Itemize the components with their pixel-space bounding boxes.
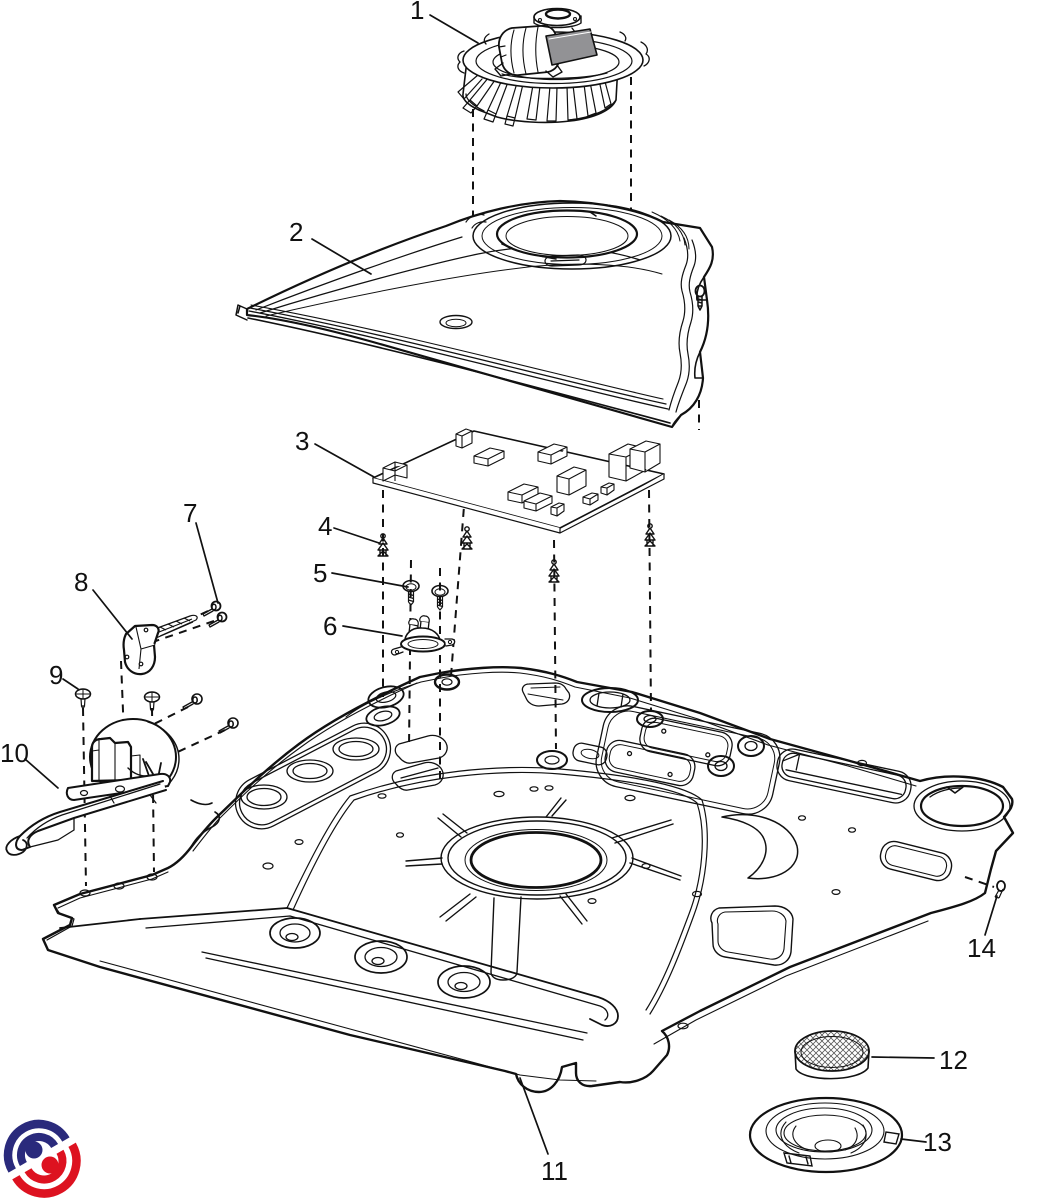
svg-text:5: 5 (313, 558, 327, 588)
svg-text:1: 1 (410, 0, 424, 25)
svg-text:4: 4 (318, 511, 332, 541)
svg-text:13: 13 (923, 1127, 952, 1157)
svg-text:14: 14 (967, 933, 996, 963)
svg-text:10: 10 (0, 738, 29, 768)
svg-text:12: 12 (939, 1045, 968, 1075)
svg-text:7: 7 (183, 498, 197, 528)
svg-text:6: 6 (323, 611, 337, 641)
svg-text:9: 9 (49, 660, 63, 690)
svg-text:2: 2 (289, 217, 303, 247)
svg-text:11: 11 (541, 1156, 568, 1186)
svg-text:3: 3 (295, 426, 309, 456)
svg-text:8: 8 (74, 567, 88, 597)
